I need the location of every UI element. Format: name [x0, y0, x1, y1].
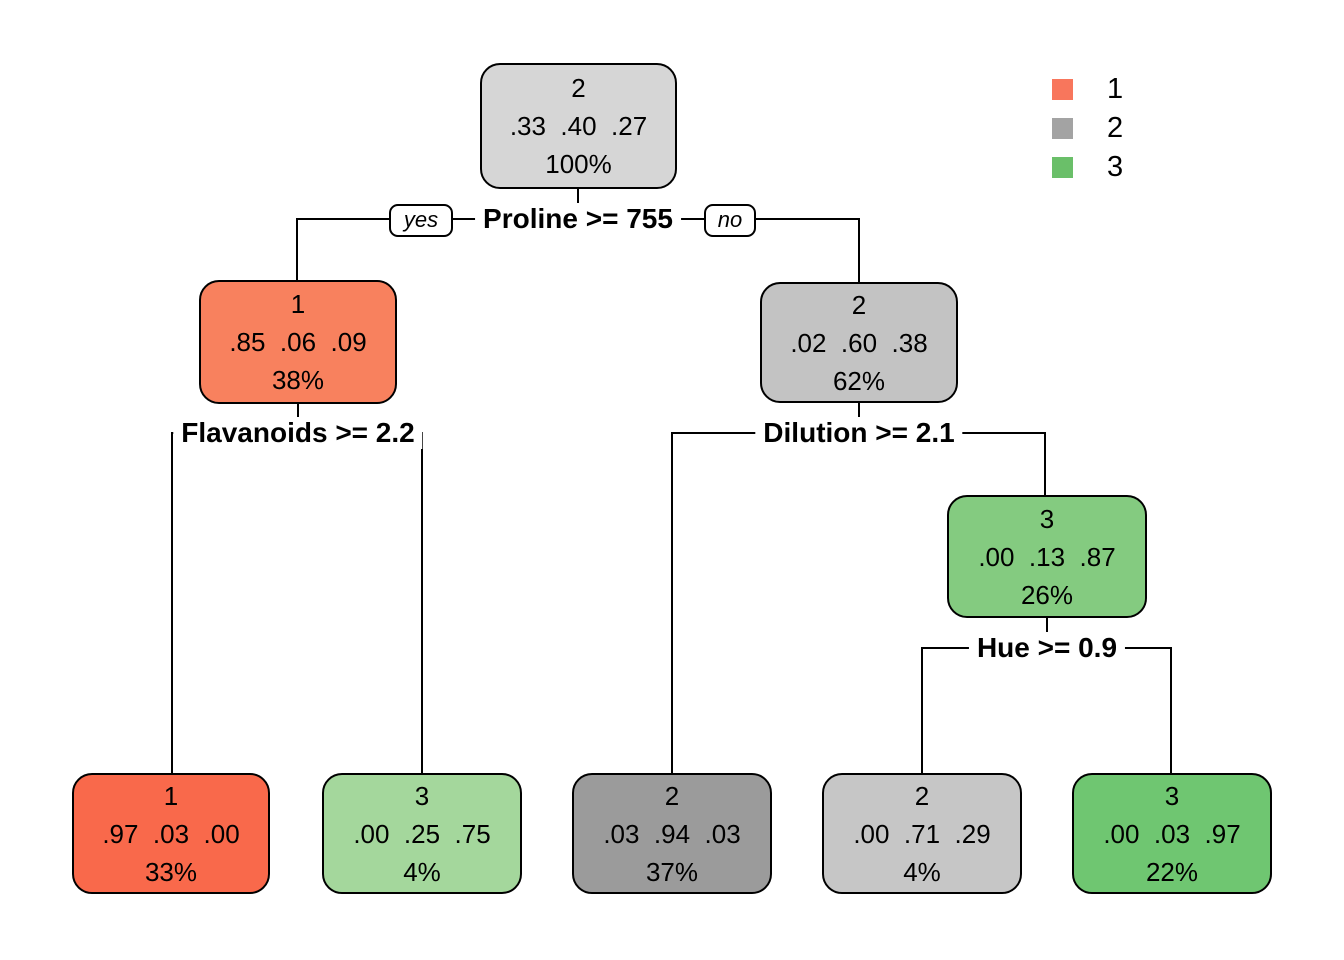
class-legend: 1 2 3: [1052, 70, 1123, 187]
node-class-label: 2: [571, 73, 586, 103]
split-label-hue: Hue >= 0.9: [968, 632, 1126, 664]
node-class-label: 1: [163, 780, 179, 811]
node-percent: 26%: [1020, 579, 1074, 610]
node-probabilities: .00 .03 .97: [1103, 818, 1241, 849]
legend-swatch-class1: [1052, 79, 1073, 100]
legend-swatch-class3: [1052, 157, 1073, 178]
node-root: 2 .33 .40 .27 100%: [480, 63, 677, 189]
node-percent: 33%: [144, 856, 198, 887]
split-label-dilution: Dilution >= 2.1: [755, 417, 963, 449]
yes-badge: yes: [389, 204, 453, 237]
leaf-node-5: 3 .00 .03 .97 22%: [1072, 773, 1272, 894]
node-class-label: 3: [414, 780, 430, 811]
node-probabilities: .00 .13 .87: [978, 541, 1116, 572]
node-probabilities: .03 .94 .03: [603, 818, 741, 849]
node-proline-no: 2 .02 .60 .38 62%: [760, 282, 958, 403]
node-percent: 4%: [903, 856, 941, 887]
node-class-label: 2: [664, 780, 680, 811]
node-percent: 22%: [1145, 856, 1199, 887]
node-percent: 62%: [832, 365, 886, 396]
legend-label-class2: 2: [1107, 112, 1124, 144]
branch-line: [858, 218, 860, 283]
legend-item-1: 1: [1052, 70, 1123, 109]
branch-line: [921, 647, 923, 774]
no-badge: no: [704, 204, 756, 237]
branch-line: [171, 432, 173, 774]
leaf-node-2: 3 .00 .25 .75 4%: [322, 773, 522, 894]
split-label-flavanoids: Flavanoids >= 2.2: [173, 417, 423, 449]
leaf-node-3: 2 .03 .94 .03 37%: [572, 773, 772, 894]
branch-line: [1044, 432, 1046, 496]
node-percent: 38%: [271, 365, 325, 395]
node-probabilities: .00 .25 .75: [353, 818, 491, 849]
split-label-proline: Proline >= 755: [475, 203, 681, 235]
node-class-label: 2: [851, 289, 867, 320]
node-probabilities: .00 .71 .29: [853, 818, 991, 849]
branch-line: [1170, 647, 1172, 774]
leaf-node-4: 2 .00 .71 .29 4%: [822, 773, 1022, 894]
node-percent: 37%: [645, 856, 699, 887]
node-class-label: 3: [1164, 780, 1180, 811]
legend-label-class3: 3: [1107, 151, 1124, 183]
node-class-label: 3: [1039, 503, 1055, 534]
node-dilution-no: 3 .00 .13 .87 26%: [947, 495, 1147, 618]
node-probabilities: .85 .06 .09: [229, 327, 367, 357]
legend-swatch-class2: [1052, 118, 1073, 139]
branch-line: [296, 218, 298, 281]
legend-item-2: 2: [1052, 109, 1123, 148]
branch-line: [421, 432, 423, 774]
node-class-label: 2: [914, 780, 930, 811]
node-probabilities: .33 .40 .27: [509, 111, 648, 141]
node-proline-yes: 1 .85 .06 .09 38%: [199, 280, 397, 404]
legend-label-class1: 1: [1107, 73, 1124, 105]
node-probabilities: .97 .03 .00: [102, 818, 240, 849]
node-percent: 100%: [545, 149, 612, 179]
node-class-label: 1: [290, 289, 306, 319]
node-percent: 4%: [403, 856, 441, 887]
branch-line: [671, 432, 673, 774]
legend-item-3: 3: [1052, 148, 1123, 187]
leaf-node-1: 1 .97 .03 .00 33%: [72, 773, 270, 894]
node-probabilities: .02 .60 .38: [790, 327, 928, 358]
